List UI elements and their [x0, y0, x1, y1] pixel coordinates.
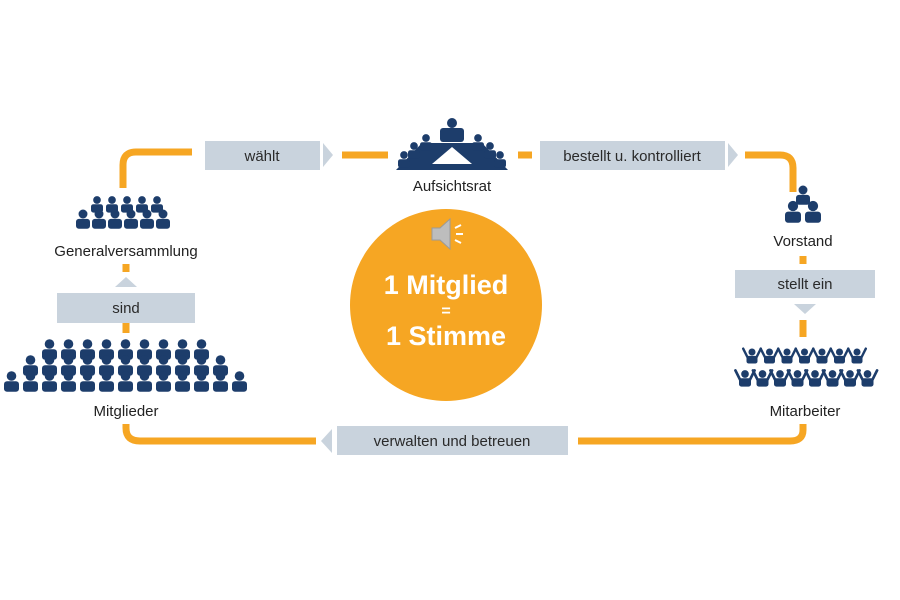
person-icon — [759, 347, 780, 364]
person-icon — [118, 371, 133, 392]
person-icon — [108, 209, 122, 229]
center-line2: 1 Stimme — [386, 321, 506, 351]
person-icon — [769, 369, 791, 387]
waehlt-box — [205, 141, 320, 170]
person-icon — [80, 371, 95, 392]
person-icon — [796, 185, 810, 205]
vorstand-label: Vorstand — [773, 233, 832, 250]
person-icon — [805, 200, 821, 223]
person-icon — [751, 369, 774, 387]
person-icon — [494, 151, 506, 168]
person-icon — [232, 371, 247, 392]
mitarbeiter-label: Mitarbeiter — [770, 403, 841, 420]
person-icon — [811, 347, 833, 364]
center-line1: 1 Mitglied — [384, 270, 509, 300]
arrow-left-icon — [321, 429, 332, 453]
person-icon — [42, 371, 57, 392]
bestellt-box — [540, 141, 725, 170]
connector-verwalten-mitglieder — [122, 424, 316, 445]
person-icon — [856, 369, 879, 387]
person-icon — [213, 371, 228, 392]
person-icon — [194, 371, 209, 392]
bestellt-label: bestellt u. kontrolliert — [563, 148, 701, 165]
person-icon — [785, 200, 801, 223]
person-icon — [4, 371, 19, 392]
arrow-right-icon — [728, 143, 738, 167]
verwalten-label: verwalten und betreuen — [374, 433, 531, 450]
person-icon — [151, 196, 163, 213]
stellt-ein-label: stellt ein — [777, 276, 832, 293]
connector-gv-to-waehlt — [119, 148, 192, 188]
person-icon — [99, 371, 114, 392]
person-icon — [420, 134, 432, 151]
center-equals: = — [441, 303, 450, 320]
person-icon — [734, 369, 756, 387]
center-circle — [350, 209, 542, 401]
connector-bestellt-to-vorstand — [745, 151, 797, 192]
person-icon — [175, 371, 190, 392]
person-icon — [156, 371, 171, 392]
connector-mitarbeiter-verwalten — [578, 424, 807, 445]
person-icon — [472, 134, 484, 151]
person-icon — [846, 347, 868, 364]
person-icon — [92, 209, 106, 229]
arrow-up-icon — [115, 277, 137, 287]
stellt-ein-box — [735, 270, 875, 298]
person-icon — [398, 151, 410, 168]
person-icon — [76, 209, 90, 229]
person-icon — [786, 369, 809, 387]
person-icon — [484, 142, 496, 159]
mitglieder-label: Mitglieder — [93, 403, 158, 420]
person-icon — [741, 347, 763, 364]
speaker-icon[interactable] — [431, 217, 463, 251]
arrow-down-icon — [794, 304, 816, 314]
person-icon — [61, 371, 76, 392]
aufsichtsrat-label: Aufsichtsrat — [413, 178, 492, 195]
person-icon — [829, 347, 850, 364]
sind-label: sind — [112, 300, 140, 317]
person-icon — [124, 209, 138, 229]
person-icon — [821, 369, 844, 387]
person-icon — [140, 209, 154, 229]
person-icon — [794, 347, 815, 364]
person-icon — [156, 209, 170, 229]
person-icon — [137, 371, 152, 392]
arrow-right-icon — [323, 143, 333, 167]
verwalten-box — [337, 426, 568, 455]
person-icon — [408, 142, 420, 159]
person-icon — [839, 369, 861, 387]
generalversammlung-label: Generalversammlung — [54, 243, 197, 260]
person-icon — [804, 369, 826, 387]
person-icon — [23, 371, 38, 392]
sind-box — [57, 293, 195, 323]
person-icon — [776, 347, 798, 364]
waehlt-label: wählt — [243, 148, 280, 165]
